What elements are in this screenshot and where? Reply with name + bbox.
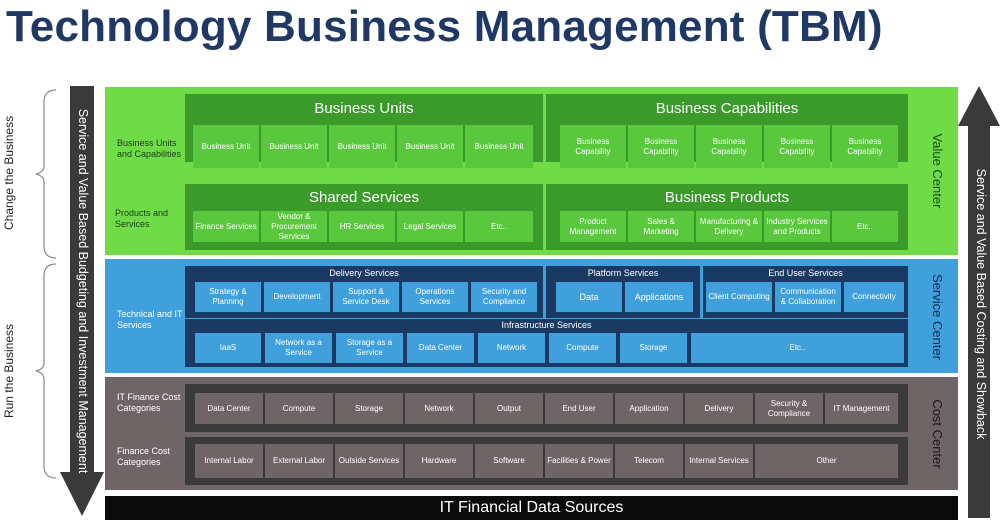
it-cost-category-cell: Application xyxy=(615,393,683,424)
business-capability-cell: Business Capability xyxy=(628,125,694,168)
platform-service-cell: Data xyxy=(556,282,622,312)
cost-center-label: Cost Center xyxy=(930,399,945,469)
value-center-layer: Value Center Business Units and Capabili… xyxy=(105,87,958,255)
business-unit-cell: Business Unit xyxy=(193,125,259,168)
it-cost-category-cell: Compute xyxy=(265,393,333,424)
business-unit-cell: Business Unit xyxy=(465,125,533,168)
finance-cost-category-cell: External Labor xyxy=(265,444,333,478)
it-finance-cost-group: Data Center Compute Storage Network Outp… xyxy=(185,384,908,432)
finance-cost-category-cell: Facilities & Power xyxy=(545,444,613,478)
business-product-cell: Etc.. xyxy=(832,211,898,242)
infrastructure-service-cell: Network as a Service xyxy=(265,333,332,363)
run-the-business-label: Run the Business xyxy=(2,323,16,419)
business-capability-cell: Business Capability xyxy=(696,125,762,168)
costing-arrow-label: Service and Value Based Costing and Show… xyxy=(974,168,988,440)
infrastructure-services-title: Infrastructure Services xyxy=(501,320,592,330)
delivery-service-cell: Support & Service Desk xyxy=(333,282,399,312)
it-cost-category-cell: Data Center xyxy=(195,393,263,424)
delivery-services-group: Delivery Services Strategy & Planning De… xyxy=(185,266,543,318)
infrastructure-service-cell: Compute xyxy=(549,333,616,363)
business-capability-cell: Business Capability xyxy=(764,125,830,168)
finance-cost-category-cell: Internal Services xyxy=(685,444,753,478)
business-capability-cell: Business Capability xyxy=(560,125,626,168)
platform-service-cell: Applications xyxy=(625,282,693,312)
business-product-cell: Manufacturing & Delivery xyxy=(696,211,762,242)
shared-service-cell: Vendor & Procurement Services xyxy=(261,211,327,242)
cost-center-layer: Cost Center IT Finance Cost Categories F… xyxy=(105,377,958,490)
page-title: Technology Business Management (TBM) xyxy=(6,2,883,51)
business-capabilities-title: Business Capabilities xyxy=(655,100,799,117)
delivery-service-cell: Operations Services xyxy=(402,282,468,312)
business-products-group: Business Products Product Management Sal… xyxy=(546,184,908,250)
finance-cost-categories-label: Finance Cost Categories xyxy=(117,446,171,467)
business-products-title: Business Products xyxy=(664,189,790,206)
end-user-services-title: End User Services xyxy=(768,268,843,278)
budgeting-arrow-label: Service and Value Based Budgeting and In… xyxy=(76,108,90,474)
it-financial-data-sources-bar: IT Financial Data Sources xyxy=(105,496,958,520)
infrastructure-service-cell: Data Center xyxy=(407,333,474,363)
delivery-service-cell: Strategy & Planning xyxy=(195,282,261,312)
infrastructure-service-cell: Storage xyxy=(620,333,687,363)
delivery-service-cell: Security and Compliance xyxy=(471,282,537,312)
business-capability-cell: Business Capability xyxy=(832,125,898,168)
it-cost-category-cell: Network xyxy=(405,393,473,424)
budgeting-arrow xyxy=(60,86,104,516)
shared-service-cell: HR Services xyxy=(329,211,395,242)
finance-cost-category-cell: Internal Labor xyxy=(195,444,263,478)
business-unit-cell: Business Unit xyxy=(397,125,463,168)
end-user-service-cell: Communication & Collaboration xyxy=(775,282,841,312)
it-finance-cost-categories-label: IT Finance Cost Categories xyxy=(117,392,181,413)
business-units-capabilities-label: Business Units and Capabilities xyxy=(117,138,182,159)
business-unit-cell: Business Unit xyxy=(329,125,395,168)
it-cost-category-cell: Delivery xyxy=(685,393,753,424)
business-units-group: Business Units Business Unit Business Un… xyxy=(185,94,543,168)
it-cost-category-cell: IT Management xyxy=(825,393,898,424)
infrastructure-service-cell: Network xyxy=(478,333,545,363)
value-center-label: Value Center xyxy=(930,133,945,209)
infrastructure-service-cell: Etc.. xyxy=(691,333,904,363)
infrastructure-services-group: Infrastructure Services IaaS Network as … xyxy=(185,319,908,367)
finance-cost-group: Internal Labor External Labor Outside Se… xyxy=(185,437,908,485)
costing-arrow xyxy=(958,86,1000,518)
finance-cost-category-cell: Software xyxy=(475,444,543,478)
service-center-layer: Service Center Technical and IT Services… xyxy=(105,259,958,373)
business-product-cell: Industry Services and Products xyxy=(764,211,830,242)
it-cost-category-cell: Output xyxy=(475,393,543,424)
platform-services-group: Platform Services Data Applications xyxy=(546,266,700,318)
change-the-business-label: Change the Business xyxy=(2,115,16,230)
finance-cost-category-cell: Hardware xyxy=(405,444,473,478)
platform-services-title: Platform Services xyxy=(587,268,659,278)
infrastructure-service-cell: Storage as a Service xyxy=(336,333,403,363)
business-unit-cell: Business Unit xyxy=(261,125,327,168)
delivery-service-cell: Development xyxy=(264,282,330,312)
service-center-label: Service Center xyxy=(930,274,945,360)
finance-cost-category-cell: Telecom xyxy=(615,444,683,478)
left-braces xyxy=(35,89,57,479)
business-units-title: Business Units xyxy=(314,100,414,117)
shared-service-cell: Legal Services xyxy=(397,211,463,242)
end-user-service-cell: Client Computing xyxy=(706,282,772,312)
technical-it-services-label: Technical and IT Services xyxy=(117,309,183,330)
end-user-service-cell: Connectivity xyxy=(844,282,904,312)
business-product-cell: Sales & Marketing xyxy=(628,211,694,242)
business-capabilities-group: Business Capabilities Business Capabilit… xyxy=(546,94,908,168)
finance-cost-category-cell: Outside Services xyxy=(335,444,403,478)
shared-services-title: Shared Services xyxy=(308,189,420,206)
it-cost-category-cell: Security & Compliance xyxy=(755,393,823,424)
business-product-cell: Product Management xyxy=(560,211,626,242)
shared-service-cell: Etc.. xyxy=(465,211,533,242)
it-cost-category-cell: Storage xyxy=(335,393,403,424)
end-user-services-group: End User Services Client Computing Commu… xyxy=(703,266,908,318)
infrastructure-service-cell: IaaS xyxy=(195,333,261,363)
shared-service-cell: Finance Services xyxy=(193,211,259,242)
it-cost-category-cell: End User xyxy=(545,393,613,424)
finance-cost-category-cell: Other xyxy=(755,444,898,478)
products-services-label: Products and Services xyxy=(115,208,169,229)
shared-services-group: Shared Services Finance Services Vendor … xyxy=(185,184,543,250)
delivery-services-title: Delivery Services xyxy=(329,268,399,278)
